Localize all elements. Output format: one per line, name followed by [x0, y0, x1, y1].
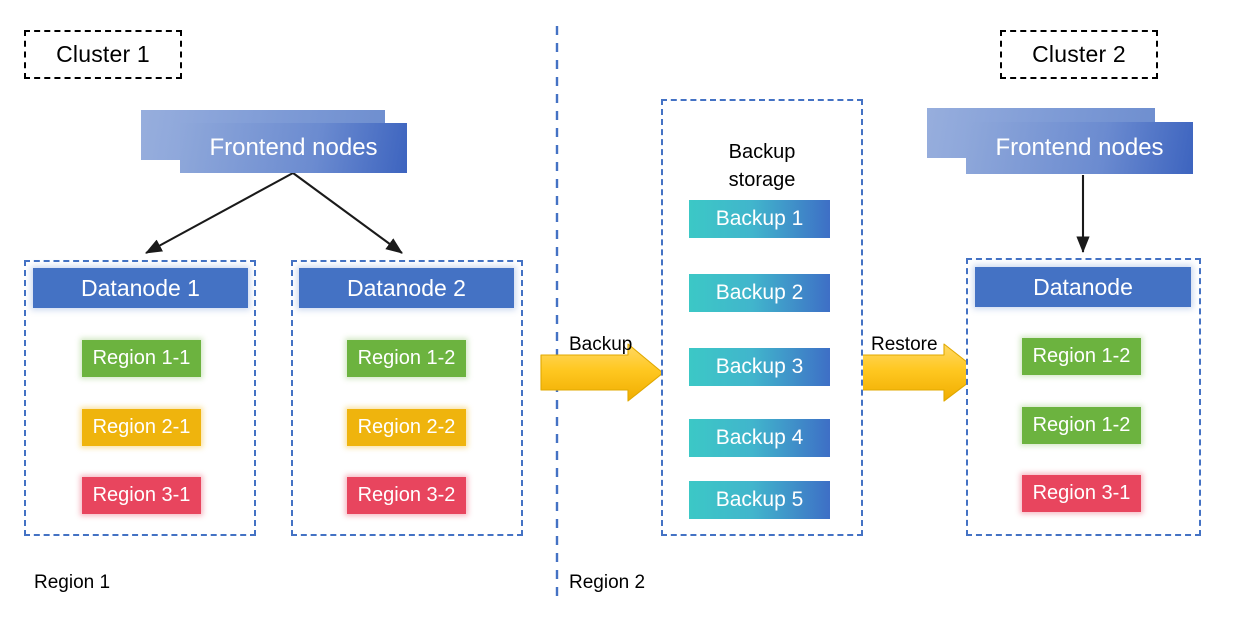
backup-chip-label-5: Backup 5	[715, 488, 804, 511]
datanode1-region-chip-1[interactable]: Region 1-1	[82, 340, 201, 377]
cluster2-tag: Cluster 2	[1000, 30, 1158, 79]
datanode2-header-label: Datanode 2	[347, 274, 466, 301]
backup-chip-5[interactable]: Backup 5	[689, 481, 830, 519]
restore-arrow-label-text: Restore	[871, 334, 938, 355]
cluster2-region-label-2: Region 1-2	[1032, 414, 1131, 436]
backup-arrow-label: Backup	[569, 334, 632, 356]
connector-frontend-to-datanode1	[145, 172, 294, 254]
cluster2-region-chip-2[interactable]: Region 1-2	[1022, 407, 1141, 444]
cluster2-frontend-label: Frontend nodes	[995, 134, 1164, 161]
cluster2-frontend-nodes-box[interactable]: Frontend nodes	[966, 122, 1193, 174]
region1-caption: Region 1	[34, 572, 110, 594]
datanode1-region-chip-3[interactable]: Region 3-1	[82, 477, 201, 514]
datanode2-header[interactable]: Datanode 2	[299, 268, 514, 308]
datanode1-region-label-2: Region 2-1	[92, 416, 191, 438]
backup-chip-label-4: Backup 4	[715, 426, 804, 449]
connector-frontend-to-datanode2	[292, 172, 403, 254]
region2-caption-label: Region 2	[569, 572, 646, 593]
cluster1-frontend-label: Frontend nodes	[209, 134, 378, 161]
datanode2-region-chip-2[interactable]: Region 2-2	[347, 409, 466, 446]
cluster2-datanode-header-label: Datanode	[1033, 273, 1133, 300]
cluster2-region-chip-3[interactable]: Region 3-1	[1022, 475, 1141, 512]
datanode2-region-label-1: Region 1-2	[357, 347, 456, 369]
cluster1-tag-label: Cluster 1	[56, 41, 150, 67]
backup-arrow-label-text: Backup	[569, 334, 633, 355]
cluster2-region-label-1: Region 1-2	[1032, 345, 1131, 367]
backup-chip-label-2: Backup 2	[715, 281, 804, 304]
backup-chip-3[interactable]: Backup 3	[689, 348, 830, 386]
datanode1-region-label-3: Region 3-1	[92, 484, 191, 506]
datanode2-region-chip-1[interactable]: Region 1-2	[347, 340, 466, 377]
datanode2-region-chip-3[interactable]: Region 3-2	[347, 477, 466, 514]
region2-caption: Region 2	[569, 572, 645, 594]
cluster2-region-label-3: Region 3-1	[1032, 482, 1131, 504]
backup-chip-label-1: Backup 1	[715, 207, 804, 230]
datanode1-region-label-1: Region 1-1	[92, 347, 191, 369]
backup-chip-label-3: Backup 3	[715, 355, 804, 378]
region1-caption-label: Region 1	[34, 572, 111, 593]
datanode1-header[interactable]: Datanode 1	[33, 268, 248, 308]
backup-storage-container	[661, 99, 863, 536]
backup-storage-title: Backup storage	[661, 110, 863, 194]
cluster1-tag: Cluster 1	[24, 30, 182, 79]
datanode1-region-chip-2[interactable]: Region 2-1	[82, 409, 201, 446]
backup-chip-1[interactable]: Backup 1	[689, 200, 830, 238]
cluster2-region-chip-1[interactable]: Region 1-2	[1022, 338, 1141, 375]
backup-storage-title-label: Backup storage	[728, 141, 796, 191]
cluster1-frontend-nodes-box[interactable]: Frontend nodes	[180, 123, 407, 173]
backup-chip-4[interactable]: Backup 4	[689, 419, 830, 457]
restore-arrow-label: Restore	[871, 334, 938, 356]
cluster2-tag-label: Cluster 2	[1032, 41, 1126, 67]
datanode1-header-label: Datanode 1	[81, 274, 200, 301]
backup-chip-2[interactable]: Backup 2	[689, 274, 830, 312]
datanode2-region-label-3: Region 3-2	[357, 484, 456, 506]
datanode2-region-label-2: Region 2-2	[357, 416, 456, 438]
cluster2-datanode-header[interactable]: Datanode	[975, 267, 1191, 307]
